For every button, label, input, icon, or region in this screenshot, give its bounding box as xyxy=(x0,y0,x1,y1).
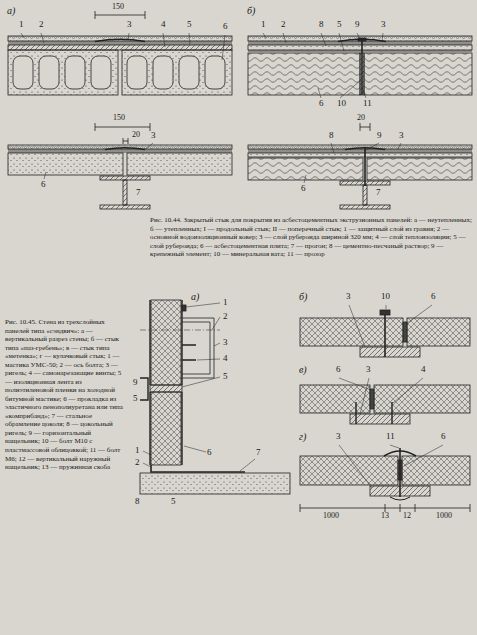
callout-number: 1 xyxy=(18,20,25,29)
callout-number: 3 xyxy=(150,131,157,140)
figure-letter: в) xyxy=(298,365,308,375)
dimension: 1000 xyxy=(322,512,340,520)
callout-number: 3 xyxy=(380,20,387,29)
callout-number: 7 xyxy=(135,188,142,197)
roof-joint-a-section xyxy=(8,123,232,209)
callout-number: 8 xyxy=(318,20,325,29)
dimension: 20 xyxy=(131,131,141,139)
callout-number: 3 xyxy=(345,292,352,301)
callout-number: 6 xyxy=(40,180,47,189)
callout-number: 6 xyxy=(300,184,307,193)
callout-number: 5 xyxy=(186,20,193,29)
callout-number: 1 xyxy=(222,298,229,307)
callout-number: 8 xyxy=(328,131,335,140)
callout-number: 4 xyxy=(160,20,167,29)
callout-number: 4 xyxy=(420,365,427,374)
cam-joint xyxy=(300,445,470,512)
callout-number: 10 xyxy=(380,292,391,301)
callout-number: 1 xyxy=(134,446,141,455)
callout-number: 9 xyxy=(354,20,361,29)
callout-number: 7 xyxy=(255,448,262,457)
callout-number: 11 xyxy=(362,99,373,108)
dimension: 12 xyxy=(402,512,412,520)
callout-number: 4 xyxy=(222,354,229,363)
figure-letter: б) xyxy=(246,6,256,16)
roof-joint-a xyxy=(8,11,232,95)
callout-number: 5 xyxy=(132,394,139,403)
figure-letter: б) xyxy=(298,292,308,302)
callout-number: 2 xyxy=(222,312,229,321)
figure-caption: Рис. 10.44. Закрытый стык для покрытия и… xyxy=(150,216,472,259)
callout-number: 6 xyxy=(440,432,447,441)
wall-section xyxy=(140,300,290,494)
callout-number: 2 xyxy=(38,20,45,29)
callout-number: 6 xyxy=(318,99,325,108)
metenka-joint xyxy=(300,378,470,424)
dimension: 13 xyxy=(380,512,390,520)
callout-number: 5 xyxy=(336,20,343,29)
callout-number: 6 xyxy=(430,292,437,301)
callout-number: 2 xyxy=(134,458,141,467)
callout-number: 5 xyxy=(170,497,177,506)
figure-caption: Рис. 10.45. Стена из трехслойных панелей… xyxy=(5,318,125,472)
callout-number: 3 xyxy=(126,20,133,29)
callout-number: 3 xyxy=(398,131,405,140)
callout-number: 11 xyxy=(385,432,396,441)
callout-number: 8 xyxy=(134,497,141,506)
callout-number: 9 xyxy=(132,378,139,387)
dimension: 150 xyxy=(111,3,125,11)
callout-number: 6 xyxy=(335,365,342,374)
callout-number: 6 xyxy=(206,448,213,457)
dimension: 20 xyxy=(356,114,366,122)
roof-joint-b-section xyxy=(248,123,472,209)
roof-joint-b xyxy=(248,33,472,98)
callout-number: 1 xyxy=(260,20,267,29)
callout-number: 7 xyxy=(375,188,382,197)
callout-number: 3 xyxy=(222,338,229,347)
callout-number: 3 xyxy=(365,365,372,374)
callout-number: 3 xyxy=(335,432,342,441)
figure-letter: а) xyxy=(190,292,200,302)
figure-letter: г) xyxy=(298,432,307,442)
dimension: 150 xyxy=(112,114,126,122)
figure-letter: а) xyxy=(6,6,16,16)
callout-number: 2 xyxy=(280,20,287,29)
callout-number: 6 xyxy=(222,22,229,31)
dimension: 1000 xyxy=(435,512,453,520)
callout-number: 10 xyxy=(336,99,347,108)
callout-number: 9 xyxy=(376,131,383,140)
callout-number: 5 xyxy=(222,372,229,381)
tongue-groove-joint xyxy=(300,305,470,357)
